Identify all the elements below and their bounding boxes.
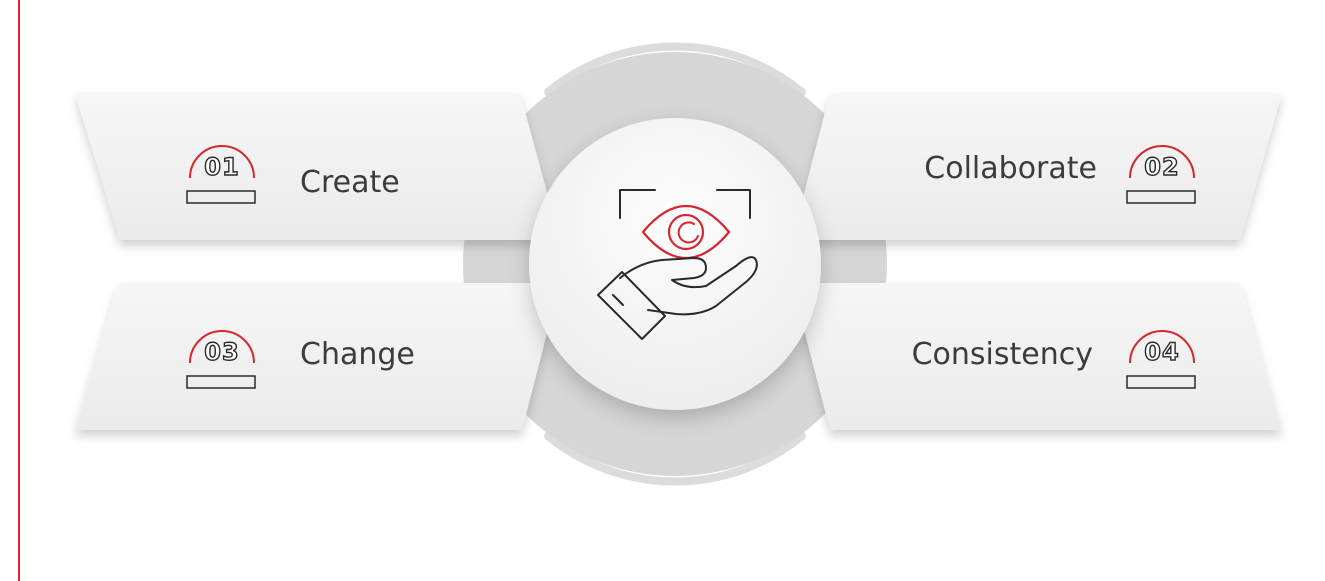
step-number-03: 03 (204, 338, 240, 366)
badge-02 (1126, 145, 1196, 204)
panel-change (75, 283, 560, 430)
panel-consistency (792, 283, 1282, 430)
step-number-02: 02 (1144, 153, 1180, 181)
step-label-change: Change (300, 337, 415, 372)
step-label-collaborate: Collaborate (924, 151, 1097, 186)
badge-03 (186, 330, 256, 389)
badge-01 (186, 145, 256, 204)
center-circle (529, 118, 821, 410)
bottom-arc (544, 432, 806, 486)
eye-in-hand-icon (597, 189, 758, 340)
step-label-create: Create (300, 165, 400, 200)
top-arc (544, 42, 806, 96)
step-number-04: 04 (1144, 338, 1180, 366)
badge-04 (1126, 330, 1196, 389)
step-label-consistency: Consistency (911, 337, 1093, 372)
step-number-01: 01 (204, 153, 240, 181)
left-accent-rule (18, 0, 20, 581)
